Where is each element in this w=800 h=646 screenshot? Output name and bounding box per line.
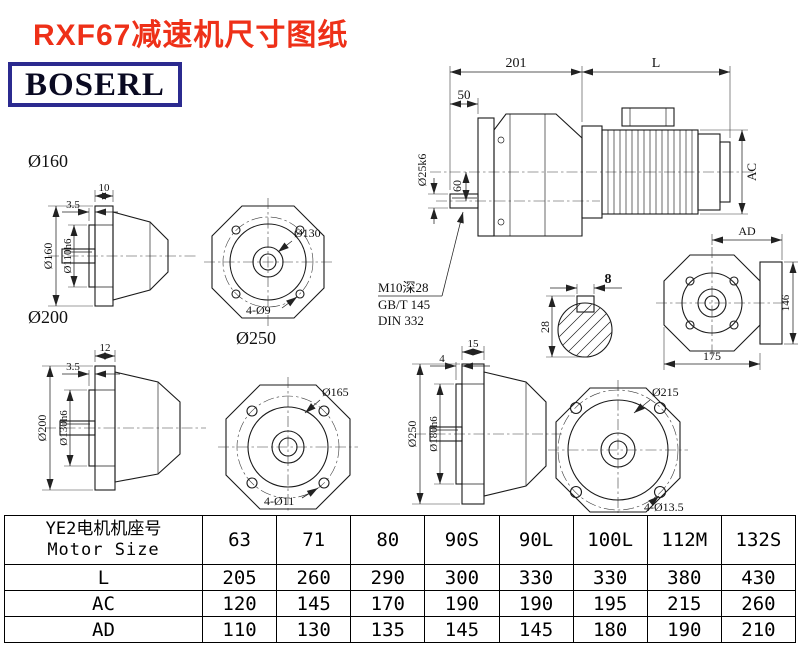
flange160-thickness-label: 10 xyxy=(99,182,111,194)
dim-50-label: 50 xyxy=(458,87,471,102)
page-title: RXF67减速机尺寸图纸 xyxy=(33,19,349,52)
dim-175-label: 175 xyxy=(703,349,721,363)
motor-size-90s: 90S xyxy=(425,516,500,565)
table-cell: 190 xyxy=(425,591,500,617)
table-cell: 330 xyxy=(573,565,648,591)
din-standard-note: DIN 332 xyxy=(378,313,424,328)
flange160-spigot-label: 3.5 xyxy=(66,199,80,211)
dim-60-label: 60 xyxy=(450,180,464,192)
flange200-thickness-label: 12 xyxy=(100,342,111,354)
table-cell: 430 xyxy=(721,565,796,591)
table-cell: 130 xyxy=(277,617,352,643)
motor-size-63: 63 xyxy=(203,516,278,565)
section-label-flange200: Ø200 xyxy=(28,307,68,327)
table-cell: 110 xyxy=(203,617,278,643)
table-cell: 260 xyxy=(277,565,352,591)
table-cell: 145 xyxy=(499,617,574,643)
gbt-standard-note: GB/T 145 xyxy=(378,297,430,312)
table-cell: 190 xyxy=(499,591,574,617)
table-header-row: YE2电机机座号 Motor Size 63 71 80 90S 90L 100… xyxy=(5,516,796,565)
flange200-spigot-label: 3.5 xyxy=(66,361,80,373)
flange250-thickness-label: 15 xyxy=(468,338,480,350)
section-label-flange160: Ø160 xyxy=(28,151,68,171)
dim-AC-label: AC xyxy=(744,163,759,181)
table-cell: 330 xyxy=(499,565,574,591)
flange250-spigot-label: 4 xyxy=(439,353,445,365)
motor-size-71: 71 xyxy=(277,516,352,565)
brand-logo: BOSERL xyxy=(8,62,182,107)
motor-size-90l: 90L xyxy=(499,516,574,565)
table-cell: 170 xyxy=(351,591,426,617)
shaft-diameter-label: Ø25k6 xyxy=(415,154,429,187)
motor-size-132s: 132S xyxy=(721,516,796,565)
table-cell: 290 xyxy=(351,565,426,591)
flange200-pilot-label: Ø130h6 xyxy=(58,410,70,446)
flange160-bolt-circle-label: Ø130 xyxy=(294,226,321,240)
row-label-L: L xyxy=(5,565,203,591)
table-cell: 210 xyxy=(721,617,796,643)
flange250-side-view: 15 4 Ø250 Ø180h6 xyxy=(405,338,562,505)
flange200-side-view: 12 3.5 Ø200 Ø130h6 xyxy=(35,342,206,491)
table-header-cn: YE2电机机座号 xyxy=(45,518,162,539)
flange160-od-label: Ø160 xyxy=(41,243,55,270)
dimension-table: YE2电机机座号 Motor Size 63 71 80 90S 90L 100… xyxy=(4,515,796,643)
table-cell: 145 xyxy=(277,591,352,617)
flange160-front-view: Ø130 4-Ø9 xyxy=(204,198,332,326)
table-cell: 135 xyxy=(351,617,426,643)
ad-side-view: AD 146 175 xyxy=(656,224,798,370)
table-row-L: L 205 260 290 300 330 330 380 430 xyxy=(5,565,796,591)
table-cell: 120 xyxy=(203,591,278,617)
table-row-AC: AC 120 145 170 190 190 195 215 260 xyxy=(5,591,796,617)
dim-AD-label: AD xyxy=(738,224,756,238)
key-height-label: 28 xyxy=(538,321,552,333)
table-cell: 180 xyxy=(573,617,648,643)
flange160-holes-label: 4-Ø9 xyxy=(246,303,271,317)
flange200-holes-label: 4-Ø11 xyxy=(264,494,294,508)
table-header-en: Motor Size xyxy=(47,540,160,560)
row-label-AD: AD xyxy=(5,617,203,643)
table-cell: 380 xyxy=(647,565,722,591)
shaft-key-section-view: 8 28 xyxy=(538,272,622,358)
assembly-view: 201 L 50 Ø25k6 60 AC M10深28 GB/T 145 DIN… xyxy=(378,56,759,328)
flange250-pilot-label: Ø180h6 xyxy=(428,416,440,452)
table-cell: 215 xyxy=(647,591,722,617)
table-cell: 145 xyxy=(425,617,500,643)
flange250-bolt-circle-label: Ø215 xyxy=(652,385,679,399)
table-cell: 195 xyxy=(573,591,648,617)
flange160-side-view: 10 3.5 Ø160 Ø110h6 xyxy=(41,182,196,307)
dim-146-label: 146 xyxy=(780,294,792,311)
tap-hole-note: M10深28 xyxy=(378,280,429,295)
technical-drawing: 201 L 50 Ø25k6 60 AC M10深28 GB/T 145 DIN… xyxy=(35,56,798,514)
motor-size-112m: 112M xyxy=(647,516,722,565)
motor-size-80: 80 xyxy=(351,516,426,565)
table-cell: 190 xyxy=(647,617,722,643)
table-cell: 300 xyxy=(425,565,500,591)
flange160-pilot-label: Ø110h6 xyxy=(62,238,74,274)
table-header-motor-size: YE2电机机座号 Motor Size xyxy=(5,516,203,565)
flange250-od-label: Ø250 xyxy=(405,421,419,448)
flange200-od-label: Ø200 xyxy=(35,415,49,442)
table-cell: 260 xyxy=(721,591,796,617)
flange200-front-view: Ø165 4-Ø11 xyxy=(218,377,358,513)
dim-201-label: 201 xyxy=(506,56,527,71)
dim-L-label: L xyxy=(652,56,661,71)
table-row-AD: AD 110 130 135 145 145 180 190 210 xyxy=(5,617,796,643)
key-width-label: 8 xyxy=(605,272,612,287)
motor-size-100l: 100L xyxy=(573,516,648,565)
flange250-holes-label: 4-Ø13.5 xyxy=(644,500,684,514)
row-label-AC: AC xyxy=(5,591,203,617)
flange250-front-view: Ø215 4-Ø13.5 xyxy=(548,380,688,514)
table-cell: 205 xyxy=(203,565,278,591)
section-label-flange250: Ø250 xyxy=(236,328,276,348)
flange200-bolt-circle-label: Ø165 xyxy=(322,385,349,399)
